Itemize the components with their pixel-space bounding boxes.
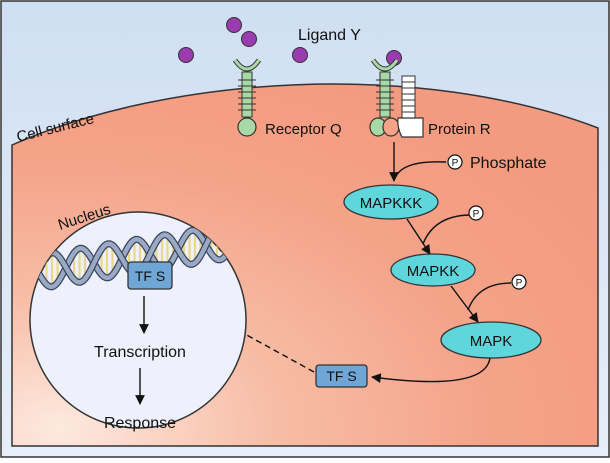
activation-arrow-2: [406, 214, 470, 255]
tf-s-nucleus: [127, 261, 173, 290]
phosphate-symbol-2: P: [473, 209, 480, 220]
ligand-molecule: [292, 47, 308, 63]
phosphate-label: Phosphate: [470, 155, 547, 172]
protein-label: Protein R: [428, 121, 491, 138]
transcription-label: Transcription: [94, 344, 186, 361]
ligand-molecules: [178, 17, 402, 66]
activation-arrow-3: [450, 282, 512, 323]
kinase-mapkk-label: MAPKK: [407, 263, 460, 280]
receptor-bound: [369, 58, 400, 137]
ligand-molecule: [241, 31, 257, 47]
response-label: Response: [104, 415, 176, 432]
receptor-label: Receptor Q: [265, 121, 342, 138]
phosphate-icon: [447, 154, 463, 170]
kinase-mapk-label: MAPK: [470, 333, 513, 350]
tf-s-cytoplasm-label: TF S: [326, 368, 356, 384]
tf-s-cytoplasm: [315, 364, 368, 388]
phosphate-symbol-3: P: [516, 278, 523, 289]
kinase-mapkkk-label: MAPKKK: [360, 195, 423, 212]
ligand-molecule: [226, 17, 242, 33]
dna-strand: [36, 228, 235, 290]
activation-arrow-1: [389, 142, 447, 182]
phosphate-icon: [511, 274, 527, 290]
ligand-molecule: [178, 47, 194, 63]
protein-r: [397, 75, 424, 138]
ligand-label: Ligand Y: [298, 27, 361, 44]
receptor-unbound: [232, 58, 262, 137]
nucleus: [29, 211, 247, 429]
phosphate-symbol: P: [452, 158, 459, 169]
tf-s-nucleus-label: TF S: [135, 268, 165, 284]
activation-arrow-4: [371, 357, 491, 384]
kinase-mapk: [440, 321, 542, 359]
kinase-mapkk: [390, 253, 476, 287]
kinase-mapkkk: [343, 184, 439, 220]
phosphate-icon: [468, 205, 484, 221]
